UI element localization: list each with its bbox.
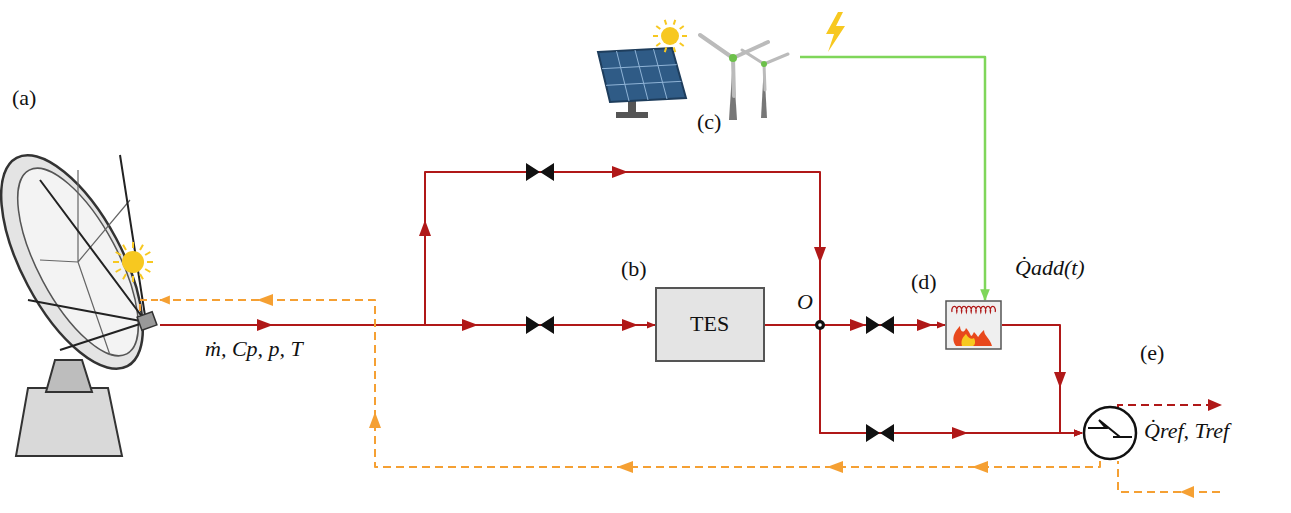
valve-symbol	[526, 316, 554, 334]
flow-connector	[160, 300, 1100, 467]
part-tag: (c)	[697, 110, 721, 134]
flow-connector	[800, 57, 985, 300]
part-tag: (d)	[911, 270, 937, 294]
renewable-sources: (c)	[585, 10, 800, 140]
outlet-dashed-line	[1118, 405, 1212, 408]
node-label: Q̇ref, Tref	[1144, 419, 1229, 443]
flow-connector	[1002, 325, 1082, 433]
part-tag: (b)	[621, 257, 647, 281]
flow-arrow	[419, 220, 431, 236]
flow-arrow	[814, 247, 826, 263]
heater-box: (d)Q̇add(t)	[945, 300, 1002, 350]
heater-illustration	[945, 300, 1002, 350]
part-tag: (a)	[12, 86, 36, 110]
flow-arrow	[612, 166, 628, 178]
inlet-arrowhead	[1180, 486, 1194, 498]
flow-properties: ṁ, Cp, p, T	[205, 337, 303, 361]
flow-arrow	[850, 319, 866, 331]
flow-arrow	[827, 461, 843, 473]
flow-arrow	[1054, 372, 1066, 388]
flow-arrow	[369, 412, 381, 428]
flow-arrow	[462, 319, 478, 331]
flow-arrow	[257, 294, 273, 306]
flow-arrow	[917, 319, 933, 331]
dish-illustration	[0, 80, 160, 460]
hx-illustration	[1082, 405, 1138, 461]
flow-arrow-group	[257, 166, 1066, 473]
valve-symbol	[866, 316, 894, 334]
flow-arrow	[622, 319, 638, 331]
valve-group	[526, 163, 894, 442]
storage-box: (b)TES	[655, 287, 765, 362]
solar-dish: (a)	[0, 80, 160, 460]
valve-symbol	[526, 163, 554, 181]
part-tag: (e)	[1140, 341, 1164, 365]
flow-arrow	[972, 461, 988, 473]
node-label: Q̇add(t)	[1015, 256, 1085, 280]
inlet-dashed-line	[1118, 461, 1220, 492]
lightning-symbol	[826, 12, 845, 52]
heat-exchanger: (e)Q̇ref, Tref	[1082, 405, 1138, 461]
junction-dot	[815, 320, 825, 330]
valve-symbol	[866, 424, 894, 442]
flow-connector	[160, 172, 1082, 433]
junction-dot-center	[818, 323, 822, 327]
flow-arrow	[617, 461, 633, 473]
flow-connector	[765, 325, 1082, 433]
flow-arrow	[952, 427, 968, 439]
flow-arrow	[257, 319, 273, 331]
outlet-arrowhead	[1208, 399, 1222, 411]
junction-label: O	[797, 290, 813, 314]
node-label: TES	[690, 312, 729, 336]
renew-illustration	[585, 10, 800, 140]
